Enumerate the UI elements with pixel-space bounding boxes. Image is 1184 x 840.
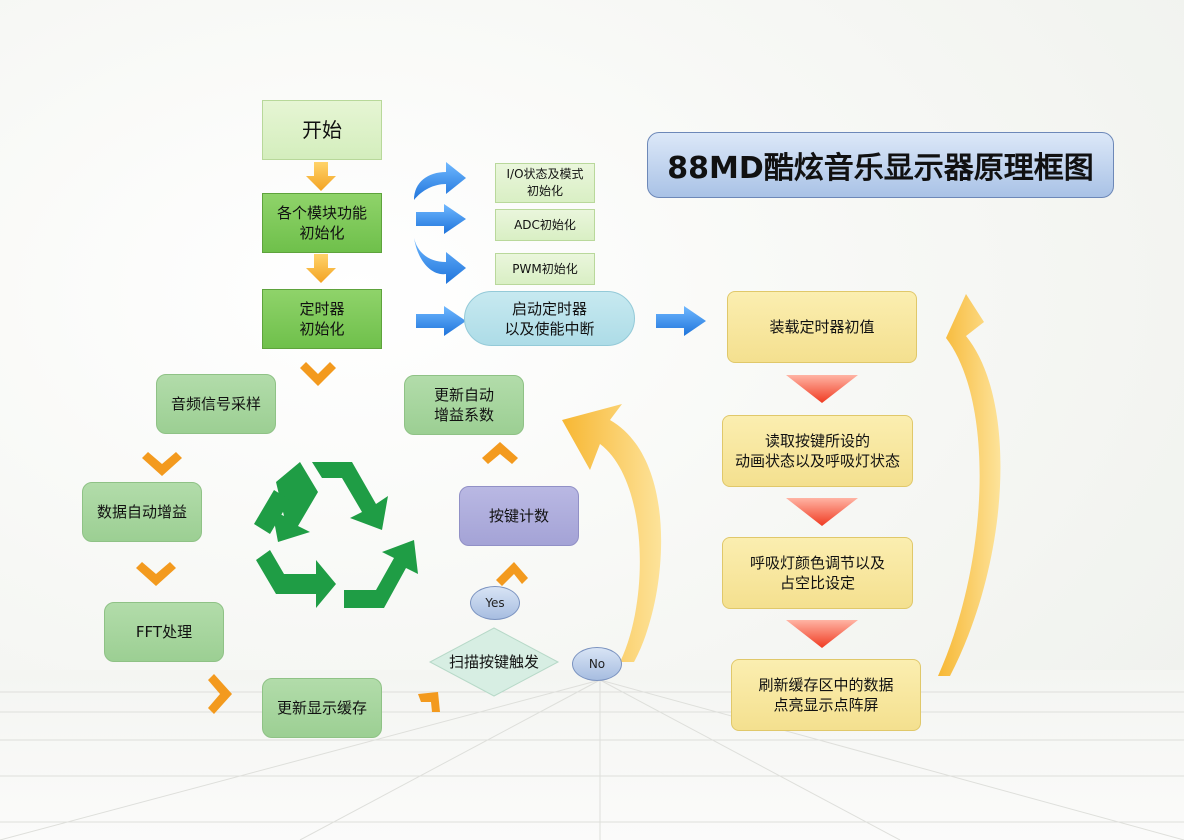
- page-title: 88MD酷炫音乐显示器原理框图: [647, 132, 1114, 198]
- load-timer-node: 装载定时器初值: [727, 291, 917, 363]
- update-display-node: 更新显示缓存: [262, 678, 382, 738]
- start-timer-node: 启动定时器 以及使能中断: [464, 291, 635, 346]
- recycle-icon: [254, 462, 418, 608]
- down-arrow-icon: [786, 620, 858, 648]
- chevron-up-right-icon: [496, 562, 528, 586]
- chevron-up-icon: [482, 442, 518, 464]
- yes-label: Yes: [470, 586, 520, 620]
- no-label: No: [572, 647, 622, 681]
- key-count-node: 按键计数: [459, 486, 579, 546]
- audio-sample-node: 音频信号采样: [156, 374, 276, 434]
- chevron-down-icon: [136, 562, 176, 586]
- down-arrow-icon: [786, 375, 858, 403]
- update-gain-node: 更新自动 增益系数: [404, 375, 524, 435]
- chevron-right-icon: [208, 674, 232, 714]
- refresh-display-node: 刷新缓存区中的数据 点亮显示点阵屏: [731, 659, 921, 731]
- down-arrow-icon: [306, 254, 336, 283]
- floor-background: [0, 670, 1184, 840]
- scan-keys-label: 扫描按键触发: [448, 653, 539, 671]
- curved-return-arrow-icon: [562, 404, 662, 662]
- curved-arrow-icon: [414, 238, 466, 284]
- right-arrow-icon: [656, 306, 706, 336]
- read-keys-node: 读取按键所设的 动画状态以及呼吸灯状态: [722, 415, 913, 487]
- adc-init-node: ADC初始化: [495, 209, 595, 241]
- curved-arrow-icon: [414, 162, 466, 200]
- chevron-down-icon: [142, 452, 182, 476]
- pwm-init-node: PWM初始化: [495, 253, 595, 285]
- right-arrow-icon: [416, 306, 466, 336]
- timer-init-node: 定时器 初始化: [262, 289, 382, 349]
- chevron-down-icon: [300, 362, 336, 386]
- right-arrow-icon: [416, 204, 466, 234]
- down-arrow-icon: [786, 498, 858, 526]
- breath-color-node: 呼吸灯颜色调节以及 占空比设定: [722, 537, 913, 609]
- fft-node: FFT处理: [104, 602, 224, 662]
- io-init-node: I/O状态及模式 初始化: [495, 163, 595, 203]
- curved-return-arrow-icon: [938, 294, 1001, 676]
- start-node: 开始: [262, 100, 382, 160]
- chevron-up-right-icon: [418, 692, 440, 712]
- auto-gain-node: 数据自动增益: [82, 482, 202, 542]
- down-arrow-icon: [306, 162, 336, 191]
- floor-grid: [0, 679, 1184, 840]
- init-modules-node: 各个模块功能 初始化: [262, 193, 382, 253]
